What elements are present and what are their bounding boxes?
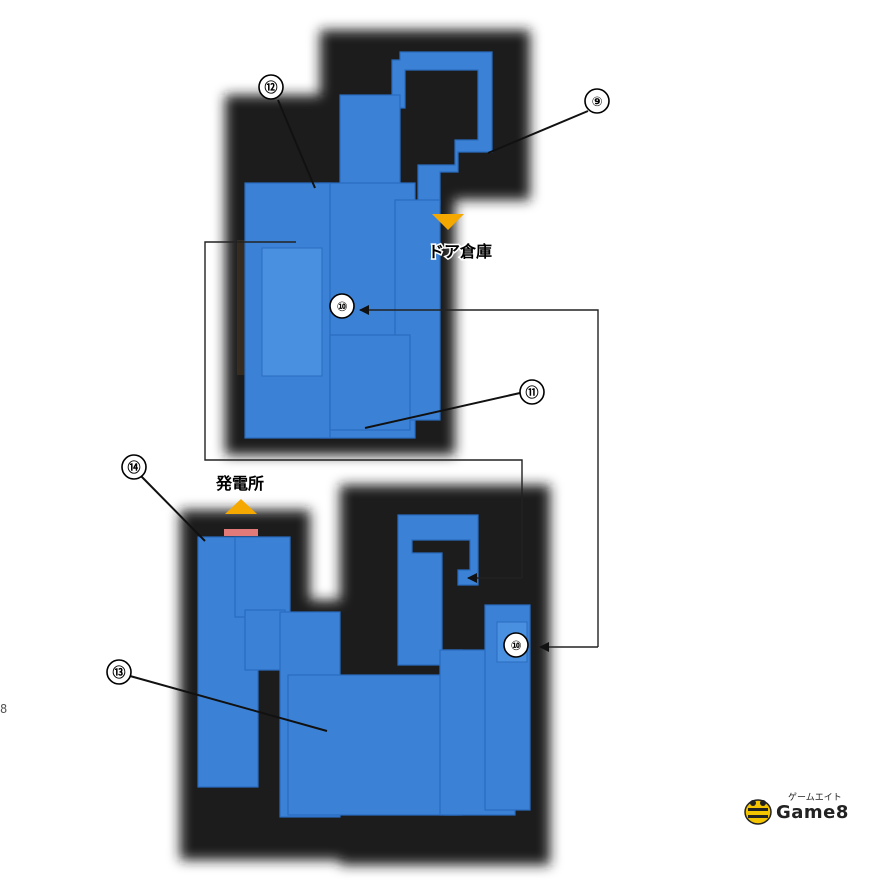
- marker-11[interactable]: ⑪: [519, 379, 545, 405]
- power-station-label: 発電所: [215, 474, 264, 493]
- marker-10-upper-label: ⑩: [336, 300, 347, 315]
- marker-12-label: ⑫: [264, 80, 277, 96]
- marker-9[interactable]: ⑨: [584, 88, 610, 114]
- door-storage-arrow: [432, 214, 464, 230]
- marker-11-label: ⑪: [525, 385, 538, 401]
- route-10-to-10: [359, 305, 599, 647]
- power-station-door: [224, 529, 258, 536]
- marker-10-upper[interactable]: ⑩: [329, 293, 355, 319]
- marker-10-lower[interactable]: ⑩: [503, 632, 529, 658]
- marker-13-label: ⑬: [112, 665, 125, 681]
- door-storage-label: ドア倉庫: [428, 242, 492, 261]
- marker-9-label: ⑨: [591, 95, 602, 110]
- route-lines: [204, 241, 599, 652]
- logo-subtitle: ゲームエイト: [788, 793, 842, 803]
- marker-10-lower-label: ⑩: [510, 639, 521, 654]
- bee-icon: [744, 799, 772, 825]
- lower-building: [197, 514, 531, 818]
- game8-logo: ゲームエイト Game8: [740, 790, 880, 830]
- pointer-lines: [129, 99, 589, 732]
- edge-glyph: 8: [0, 702, 8, 716]
- marker-14[interactable]: ⑭: [121, 454, 147, 480]
- logo-name: Game8: [776, 802, 849, 823]
- route-12-to-13: [204, 241, 523, 583]
- power-station-arrow: [225, 499, 257, 514]
- marker-12[interactable]: ⑫: [258, 74, 284, 100]
- marker-13[interactable]: ⑬: [106, 659, 132, 685]
- marker-14-label: ⑭: [127, 460, 140, 476]
